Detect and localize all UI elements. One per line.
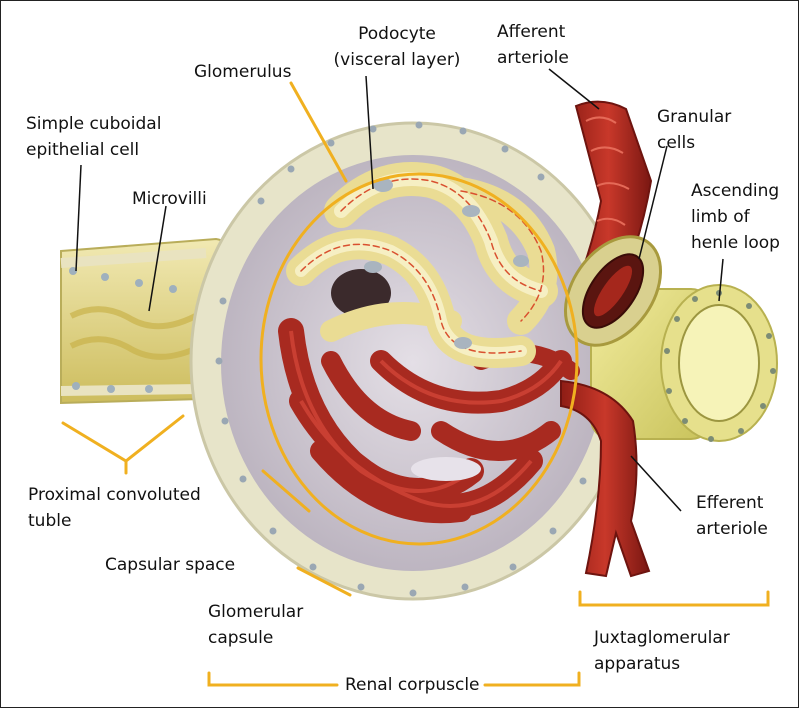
label-efferent-arteriole: Efferent arteriole [696, 490, 768, 542]
label-proximal-tubule: Proximal convoluted tuble [28, 482, 201, 534]
label-afferent-arteriole: Afferent arteriole [497, 19, 569, 71]
label-podocyte: Podocyte (visceral layer) [329, 21, 465, 73]
label-microvilli: Microvilli [132, 186, 207, 212]
label-renal-corpuscle: Renal corpuscle [345, 672, 480, 698]
label-granular-cells: Granular cells [657, 104, 731, 156]
label-glomerular-capsule: Glomerular capsule [208, 599, 303, 651]
label-juxtaglomerular: Juxtaglomerular apparatus [594, 625, 730, 677]
label-capsular-space: Capsular space [105, 552, 235, 578]
label-glomerulus: Glomerulus [194, 59, 291, 85]
label-ascending-limb: Ascending limb of henle loop [691, 178, 780, 256]
label-simple-cuboidal: Simple cuboidal epithelial cell [26, 111, 161, 163]
